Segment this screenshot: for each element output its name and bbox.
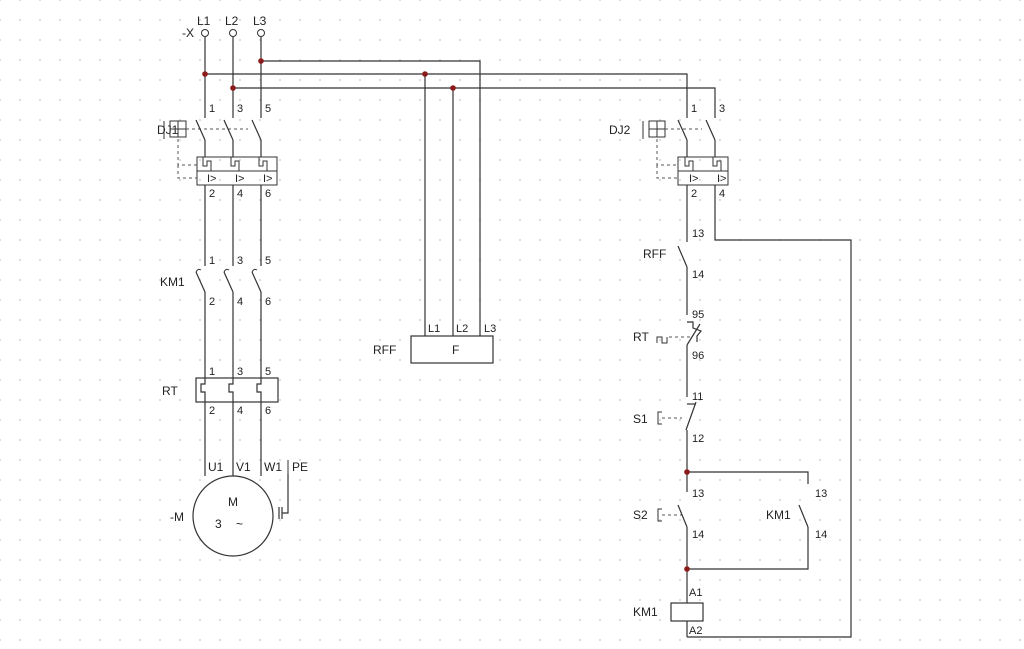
motor-term: W1 bbox=[264, 460, 282, 474]
svg-text:I>: I> bbox=[263, 173, 272, 185]
svg-text:I>: I> bbox=[235, 173, 244, 185]
ctrl-term: A2 bbox=[689, 625, 702, 637]
junction-dot bbox=[202, 71, 208, 77]
rt-term: 3 bbox=[237, 366, 243, 378]
ctrl-term: A1 bbox=[689, 587, 702, 599]
rff-label: RFF bbox=[373, 343, 396, 357]
rt-term: 1 bbox=[209, 366, 215, 378]
ctrl-rt-label: RT bbox=[633, 330, 649, 344]
ctrl-term: 14 bbox=[692, 269, 704, 281]
motor-symbol bbox=[192, 475, 274, 557]
rt-term: 4 bbox=[237, 405, 243, 417]
ctrl-term: 13 bbox=[692, 228, 704, 240]
ctrl-term: 12 bbox=[692, 433, 704, 445]
dj1-term: 5 bbox=[265, 103, 271, 115]
ctrl-rff-label: RFF bbox=[643, 247, 666, 261]
supply-terminals: -X L1 L2 L3 bbox=[182, 14, 267, 40]
dj2-term: 4 bbox=[719, 188, 725, 200]
km1-term: 1 bbox=[209, 255, 215, 267]
dj1-term: 3 bbox=[237, 103, 243, 115]
supply-l3-label: L3 bbox=[253, 14, 267, 28]
ctrl-s2-label: S2 bbox=[633, 508, 648, 522]
km1-term: 3 bbox=[237, 255, 243, 267]
terminal-l3 bbox=[257, 29, 265, 37]
ctrl-s1-label: S1 bbox=[633, 412, 648, 426]
motor-term: U1 bbox=[208, 460, 224, 474]
supply-l2-label: L2 bbox=[225, 14, 239, 28]
motor-phase-count: 3 bbox=[215, 517, 222, 531]
relay-rff-box: L1 L2 L3 F RFF bbox=[373, 323, 496, 364]
junction-dot bbox=[684, 566, 690, 572]
rff-inner-label: F bbox=[452, 343, 459, 357]
junction-dot bbox=[230, 85, 236, 91]
ctrl-term: 14 bbox=[815, 529, 827, 541]
bus-wires bbox=[202, 37, 716, 336]
rt-term: 2 bbox=[209, 405, 215, 417]
motor-label: -M bbox=[170, 510, 184, 524]
ctrl-km1-aux-label: KM1 bbox=[766, 508, 791, 522]
junction-dot bbox=[450, 85, 456, 91]
junction-dot bbox=[258, 58, 264, 64]
ctrl-term: 14 bbox=[692, 529, 704, 541]
thermal-relay-rt: RT 1 3 5 2 4 6 bbox=[162, 366, 279, 476]
rff-term: L1 bbox=[428, 323, 440, 335]
dj1-term: 2 bbox=[209, 188, 215, 200]
motor-m-letter: M bbox=[228, 495, 238, 509]
rff-term: L3 bbox=[484, 323, 496, 335]
breaker-dj2: DJ2 1 3 I> I> 2 4 bbox=[609, 103, 729, 200]
motor-ac-symbol: ~ bbox=[236, 517, 243, 531]
control-circuit: RFF 13 14 RT 95 96 S1 11 12 S2 13 14 bbox=[633, 185, 852, 638]
motor-term: V1 bbox=[236, 460, 251, 474]
dj1-term: 1 bbox=[209, 103, 215, 115]
km1-coil bbox=[670, 602, 704, 622]
breaker-dj1: DJ1 1 3 5 I> I> I> 2 4 6 bbox=[157, 103, 278, 256]
dj2-label: DJ2 bbox=[609, 123, 631, 137]
terminal-l2 bbox=[229, 29, 237, 37]
terminal-l1 bbox=[201, 29, 209, 37]
dj1-term: 4 bbox=[237, 188, 243, 200]
km1-term: 5 bbox=[265, 255, 271, 267]
contactor-km1-main: KM1 1 3 5 2 4 6 bbox=[160, 255, 271, 378]
dj2-term: 2 bbox=[691, 188, 697, 200]
dj2-term: 3 bbox=[719, 103, 725, 115]
ctrl-term: 13 bbox=[815, 488, 827, 500]
junction-dot bbox=[422, 71, 428, 77]
km1-term: 6 bbox=[265, 296, 271, 308]
rff-term: L2 bbox=[456, 323, 468, 335]
svg-text:I>: I> bbox=[207, 173, 216, 185]
ctrl-term: 96 bbox=[692, 350, 704, 362]
svg-text:I>: I> bbox=[717, 173, 726, 185]
rt-term: 6 bbox=[265, 405, 271, 417]
supply-l1-label: L1 bbox=[197, 14, 211, 28]
km1-term: 4 bbox=[237, 296, 243, 308]
ctrl-term: 11 bbox=[692, 391, 703, 403]
dj2-term: 1 bbox=[691, 103, 697, 115]
ctrl-coil-label: KM1 bbox=[633, 605, 658, 619]
motor-m: U1 V1 W1 PE M 3 ~ -M bbox=[170, 460, 308, 557]
dj1-label: DJ1 bbox=[157, 123, 179, 137]
motor-term: PE bbox=[292, 460, 308, 474]
km1-main-label: KM1 bbox=[160, 275, 185, 289]
supply-x-label: -X bbox=[182, 26, 194, 40]
svg-text:I>: I> bbox=[689, 173, 698, 185]
junction-dot bbox=[684, 469, 690, 475]
ctrl-term: 95 bbox=[692, 309, 704, 321]
rt-main-label: RT bbox=[162, 384, 178, 398]
rt-term: 5 bbox=[265, 366, 271, 378]
ctrl-term: 13 bbox=[692, 488, 704, 500]
dj1-term: 6 bbox=[265, 188, 271, 200]
km1-term: 2 bbox=[209, 296, 215, 308]
